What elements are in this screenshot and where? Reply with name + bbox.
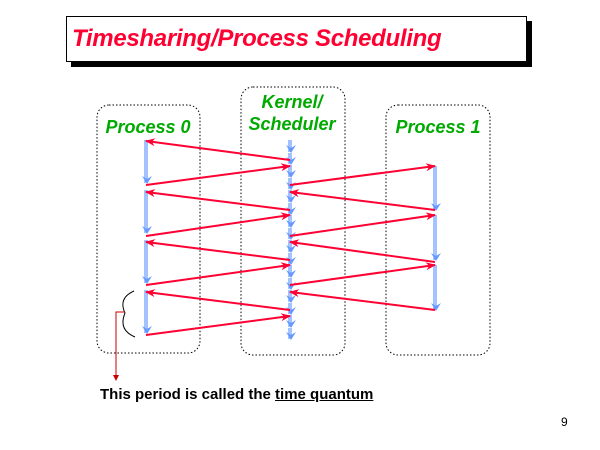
process-0-label: Process 0 [105, 117, 191, 137]
context-switch-arrow [289, 239, 436, 263]
context-switch-arrow [145, 239, 291, 261]
context-switch-arrow [289, 289, 436, 311]
kernel-label: Kernel/ Scheduler [236, 91, 348, 135]
kernel-label-line1: Kernel/ [261, 92, 323, 112]
context-switch-arrow [145, 262, 291, 286]
page-number: 9 [561, 415, 568, 429]
context-switch-arrow [145, 189, 291, 211]
caption-prefix: This period is called the [100, 386, 276, 403]
time-quantum-bracket [122, 290, 136, 338]
kernel-column-box [240, 86, 346, 356]
context-switch-arrow [145, 212, 291, 237]
slide-title: Timesharing/Process Scheduling [72, 25, 442, 52]
kernel-label-line2: Scheduler [248, 114, 336, 134]
process-1-column-box [385, 104, 491, 356]
caption: This period is called the time quantum [100, 386, 373, 403]
context-switch-arrow [289, 212, 436, 237]
caption-term: time quantum [275, 386, 374, 403]
context-switch-arrow [289, 262, 436, 286]
process-0-column-box [96, 104, 201, 354]
context-switch-arrow [145, 313, 291, 336]
context-switch-arrow [145, 289, 291, 311]
context-switch-arrow [289, 163, 436, 186]
title-box: Timesharing/Process Scheduling [66, 16, 527, 62]
context-switch-arrow [289, 189, 436, 211]
context-switch-arrow [145, 163, 291, 186]
process-1-label: Process 1 [395, 117, 481, 137]
context-switch-arrow [145, 138, 291, 161]
time-quantum-pointer [113, 311, 125, 381]
